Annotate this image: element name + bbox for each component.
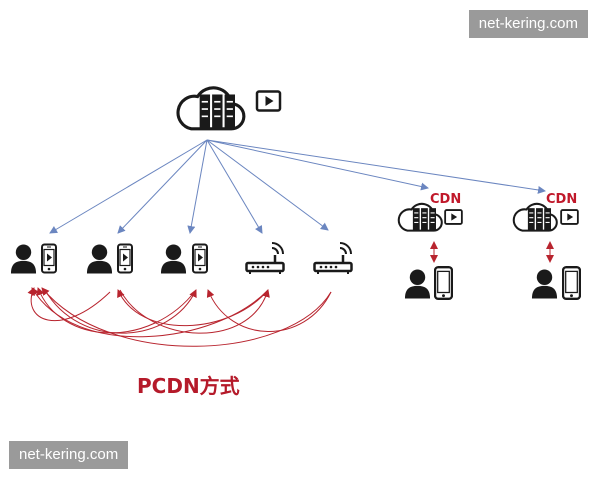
user-icon: [86, 244, 113, 274]
cloud-icon: [397, 202, 443, 232]
peer-user-1: [10, 243, 57, 274]
cdn-node-2: CDN: [512, 192, 581, 300]
origin-server: [176, 86, 282, 131]
arrow-to-router-1: [206, 139, 263, 234]
wifi-router-icon: [313, 241, 353, 275]
cdn-label: CDN: [430, 192, 461, 207]
phone-video-icon: [41, 243, 57, 274]
user-icon: [531, 269, 558, 299]
phone-video-icon: [192, 243, 208, 274]
p2p-arrows: [27, 287, 332, 347]
phone-icon: [434, 266, 453, 300]
cdn-label: CDN: [546, 192, 577, 207]
p2p-arrow: [36, 287, 197, 334]
arrow-to-cdn-2: [206, 139, 546, 194]
watermark-top: net-kering.com: [468, 10, 588, 38]
arrow-to-peer-2: [117, 139, 208, 234]
distribution-arrows: [49, 139, 546, 234]
p2p-arrow: [31, 287, 269, 338]
diagram-caption: PCDN方式: [137, 374, 240, 398]
user-icon: [160, 244, 187, 274]
cloud-icon: [176, 86, 246, 131]
peer-router-1: [245, 241, 285, 275]
peer-user-3: [160, 243, 208, 274]
video-play-icon: [444, 209, 463, 225]
cdn-node-1: CDN: [397, 192, 463, 300]
phone-video-icon: [117, 243, 133, 274]
cloud-icon: [512, 202, 558, 232]
p2p-arrow: [27, 287, 111, 322]
p2p-arrow: [117, 289, 269, 327]
watermark-bottom: net-kering.com: [9, 441, 129, 469]
p2p-arrow: [206, 289, 332, 332]
video-play-icon: [255, 90, 282, 112]
user-icon: [10, 244, 37, 274]
wifi-router-icon: [245, 241, 285, 275]
p2p-arrow: [44, 289, 197, 334]
arrow-to-cdn-1: [206, 139, 429, 191]
arrow-to-peer-1: [49, 139, 208, 234]
p2p-arrow: [119, 289, 270, 334]
phone-icon: [562, 266, 581, 300]
p2p-arrow: [41, 287, 332, 347]
arrow-to-router-2: [206, 139, 329, 231]
video-play-icon: [560, 209, 579, 225]
peer-user-2: [86, 243, 133, 274]
user-icon: [404, 269, 431, 299]
peer-router-2: [313, 241, 353, 275]
arrow-to-peer-3: [187, 139, 208, 234]
